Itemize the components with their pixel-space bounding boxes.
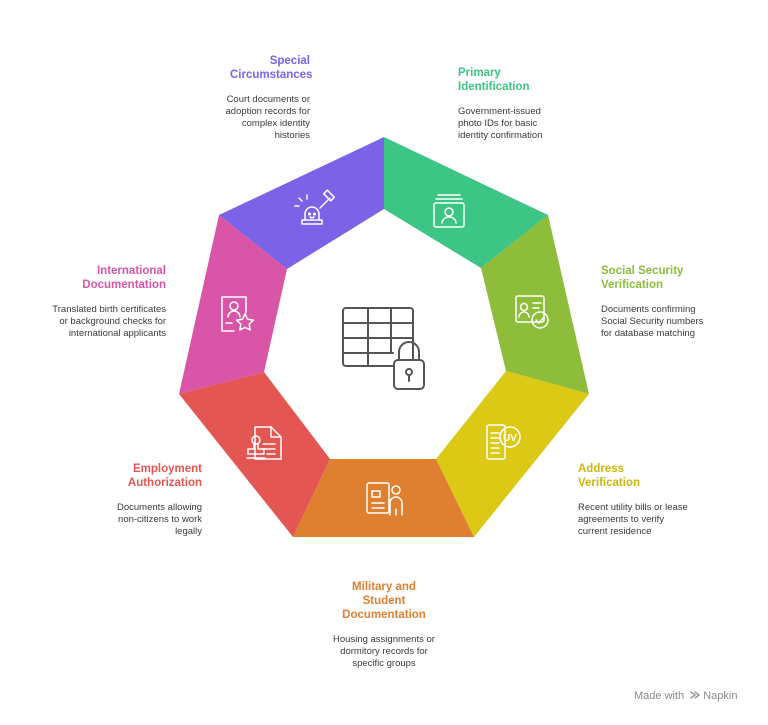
label-address: Address Verification Recent utility bill… bbox=[578, 462, 728, 538]
label-international: International Documentation Translated b… bbox=[16, 264, 166, 340]
gavel-icon bbox=[294, 189, 336, 225]
title-primary: Primary Identification bbox=[458, 67, 530, 93]
certificate-star-icon bbox=[221, 296, 255, 332]
segment-special bbox=[219, 137, 384, 269]
brand-name: Napkin bbox=[703, 690, 738, 702]
title-social: Social Security Verification bbox=[601, 265, 684, 291]
uv-label: UV bbox=[503, 433, 517, 444]
napkin-logo-icon bbox=[690, 691, 701, 699]
label-special: Special Circumstances Court documents or… bbox=[160, 54, 313, 142]
segment-social bbox=[481, 215, 589, 394]
stamp-document-icon bbox=[246, 426, 282, 460]
segment-address bbox=[436, 371, 589, 537]
segment-military bbox=[293, 459, 474, 537]
label-primary: Primary Identification Government-issued… bbox=[458, 66, 608, 142]
description-primary: Government-issued photo IDs for basic id… bbox=[458, 106, 543, 141]
description-international: Translated birth certificates or backgro… bbox=[52, 304, 166, 339]
title-international: International Documentation bbox=[82, 265, 166, 291]
student-document-icon bbox=[366, 482, 403, 516]
brand-prefix: Made with bbox=[634, 690, 685, 702]
label-employment: Employment Authorization Documents allow… bbox=[52, 462, 202, 538]
description-address: Recent utility bills or lease agreements… bbox=[578, 502, 688, 537]
label-military: Military and Student Documentation Housi… bbox=[322, 580, 446, 670]
title-employment: Employment Authorization bbox=[127, 463, 202, 489]
title-military: Military and Student Documentation bbox=[342, 581, 426, 621]
label-social: Social Security Verification Documents c… bbox=[601, 264, 751, 340]
title-special: Special Circumstances bbox=[230, 55, 313, 81]
segment-primary bbox=[384, 137, 548, 268]
verified-id-icon bbox=[515, 295, 549, 329]
id-card-icon bbox=[433, 194, 465, 228]
utility-bill-icon: UV bbox=[486, 424, 521, 460]
locked-table-icon bbox=[342, 307, 425, 390]
title-address: Address Verification bbox=[578, 463, 640, 489]
description-employment: Documents allowing non-citizens to work … bbox=[116, 502, 202, 537]
description-military: Housing assignments or dormitory records… bbox=[333, 634, 435, 669]
description-special: Court documents or adoption records for … bbox=[225, 94, 311, 141]
segment-international bbox=[179, 215, 287, 394]
description-social: Documents confirming Social Security num… bbox=[601, 304, 704, 339]
brand-footer[interactable]: Made with Napkin bbox=[634, 690, 737, 702]
